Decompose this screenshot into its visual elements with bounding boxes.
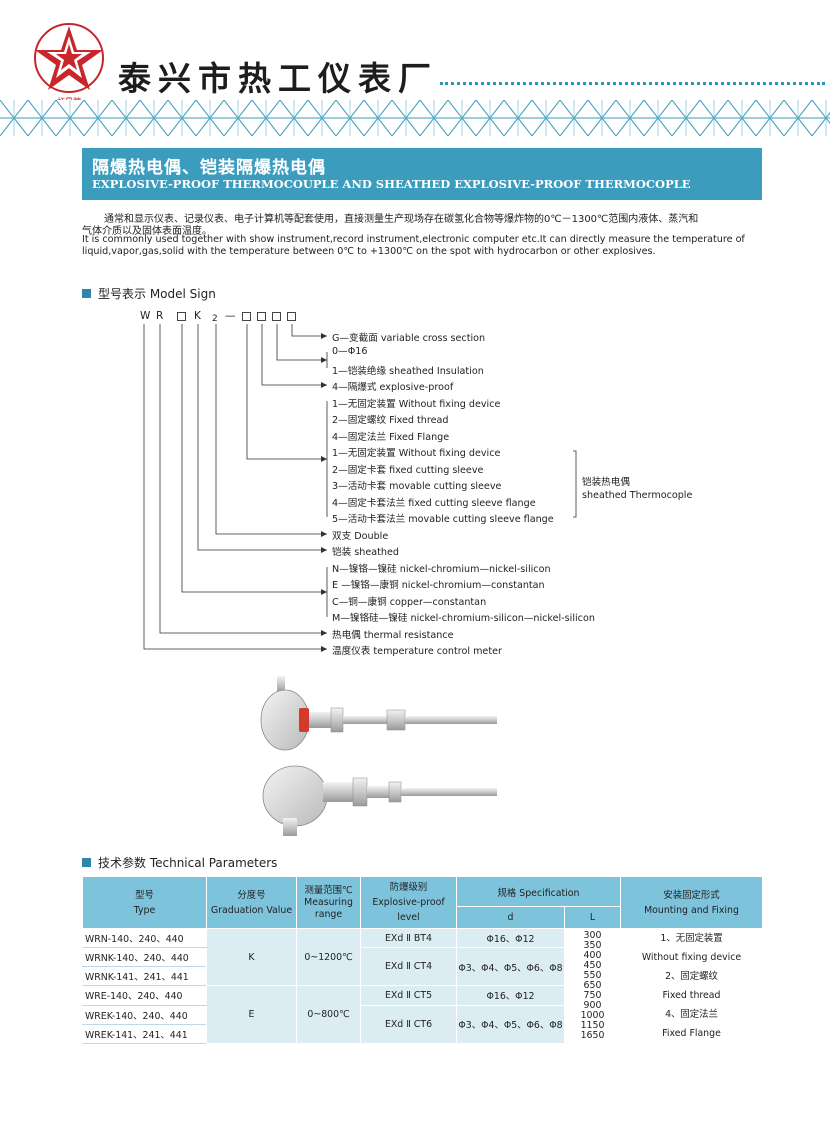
option-0: G—变截面 variable cross section [332, 333, 486, 344]
intro-en-line1: It is commonly used together with show i… [82, 234, 745, 245]
option-11: 5—活动卡套法兰 movable cutting sleeve flange [332, 514, 554, 525]
table-row-type: WREK-140、240、440 [82, 1004, 207, 1026]
diagram-lines [143, 324, 577, 652]
cell-exp-1: EXd Ⅱ BT4 [360, 928, 457, 948]
table-row-type: WRN-140、240、440 [82, 928, 207, 948]
option-4: 1—无固定装置 Without fixing device [332, 399, 501, 410]
cell-exp-3: EXd Ⅱ CT5 [360, 985, 457, 1006]
company-name: 泰兴市热工仪表厂 [118, 59, 438, 98]
header-dotted-line [440, 82, 825, 85]
cell-exp-4: EXd Ⅱ CT6 [360, 1004, 457, 1045]
intro-cn-line2: 气体介质以及固体表面温度。 [82, 226, 212, 237]
cell-grad-e: E [206, 985, 297, 1044]
table-row-type: WRE-140、240、440 [82, 985, 207, 1006]
option-12: 双支 Double [332, 531, 389, 542]
cell-exp-2: EXd Ⅱ CT4 [360, 946, 457, 987]
model-char-w: W [140, 310, 151, 322]
th-l: L [563, 906, 622, 929]
header-pattern-band [0, 100, 830, 136]
title-cn: 隔爆热电偶、铠装隔爆热电偶 [92, 158, 326, 178]
option-2: 1—铠装绝缘 sheathed Insulation [332, 366, 484, 377]
thermocouple-1 [260, 676, 497, 751]
star-logo: 虹星牌 [34, 23, 104, 106]
bracket-label-en: sheathed Thermocople [582, 490, 693, 501]
option-19: 温度仪表 temperature control meter [332, 646, 502, 657]
table-row-type: WRNK-140、240、440 [82, 946, 207, 968]
th-spec: 规格 Specification [455, 876, 622, 907]
heading-square-icon [82, 289, 91, 298]
option-18: 热电偶 thermal resistance [332, 630, 454, 641]
model-char-k: K [194, 310, 201, 322]
thermocouple-2 [262, 765, 497, 836]
option-1: 0—Φ16 [332, 346, 368, 357]
bracket-label-cn: 铠装热电偶 [582, 477, 630, 488]
model-box-5 [287, 312, 296, 321]
model-char-r: R [156, 310, 164, 322]
option-8: 2—固定卡套 fixed cutting sleeve [332, 465, 484, 476]
model-sign-heading: 型号表示 Model Sign [82, 285, 216, 302]
intro-en-line2: liquid,vapor,gas,solid with the temperat… [82, 246, 656, 257]
option-7: 1—无固定装置 Without fixing device [332, 448, 501, 459]
model-box-4 [272, 312, 281, 321]
table-row-type: WREK-141、241、441 [82, 1024, 207, 1044]
option-3: 4—隔爆式 explosive-proof [332, 382, 454, 393]
heading-square-icon [82, 858, 91, 867]
option-10: 4—固定卡套法兰 fixed cutting sleeve flange [332, 498, 536, 509]
title-en: EXPLOSIVE-PROOF THERMOCOUPLE AND SHEATHE… [92, 177, 691, 191]
cell-d-4: Φ3、Φ4、Φ5、Φ6、Φ8 [456, 1004, 565, 1045]
product-photo [260, 676, 497, 836]
tech-params-heading: 技术参数 Technical Parameters [82, 854, 277, 871]
cell-range-k: 0~1200℃ [296, 927, 361, 987]
model-sign-heading-text: 型号表示 Model Sign [98, 287, 216, 301]
model-char-dash: — [225, 310, 236, 322]
option-15: E —镍铬—康铜 nickel-chromium—constantan [332, 580, 545, 591]
title-band: 隔爆热电偶、铠装隔爆热电偶 EXPLOSIVE-PROOF THERMOCOUP… [82, 148, 762, 200]
tech-params-heading-text: 技术参数 Technical Parameters [98, 856, 278, 870]
model-char-sub: 2 [212, 314, 218, 324]
table-row-type: WRNK-141、241、441 [82, 966, 207, 987]
th-d: d [456, 906, 565, 929]
cell-range-e: 0~800℃ [296, 985, 361, 1044]
cell-d-2: Φ3、Φ4、Φ5、Φ6、Φ8 [456, 946, 565, 987]
option-13: 铠装 sheathed [332, 547, 399, 558]
intro-cn-line1: 通常和显示仪表、记录仪表、电子计算机等配套使用，直接测量生产现场存在碳氢化合物等… [104, 214, 699, 225]
model-box-2 [242, 312, 251, 321]
model-sign-diagram: W R K 2 — G—变截面 variable cross section 0… [140, 302, 720, 664]
model-box-3 [257, 312, 266, 321]
option-9: 3—活动卡套 movable cutting sleeve [332, 481, 502, 492]
option-5: 2—固定螺纹 Fixed thread [332, 415, 449, 426]
option-6: 4—固定法兰 Fixed Flange [332, 432, 450, 443]
option-17: M—镍铬硅—镍硅 nickel-chromium-silicon—nickel-… [332, 613, 595, 624]
model-box-1 [177, 312, 186, 321]
option-16: C—铜—康铜 copper—constantan [332, 597, 487, 608]
cell-grad-k: K [206, 927, 297, 987]
option-14: N—镍铬—镍硅 nickel-chromium—nickel-silicon [332, 564, 551, 575]
cell-d-1: Φ16、Φ12 [456, 928, 565, 948]
cell-d-3: Φ16、Φ12 [456, 985, 565, 1006]
